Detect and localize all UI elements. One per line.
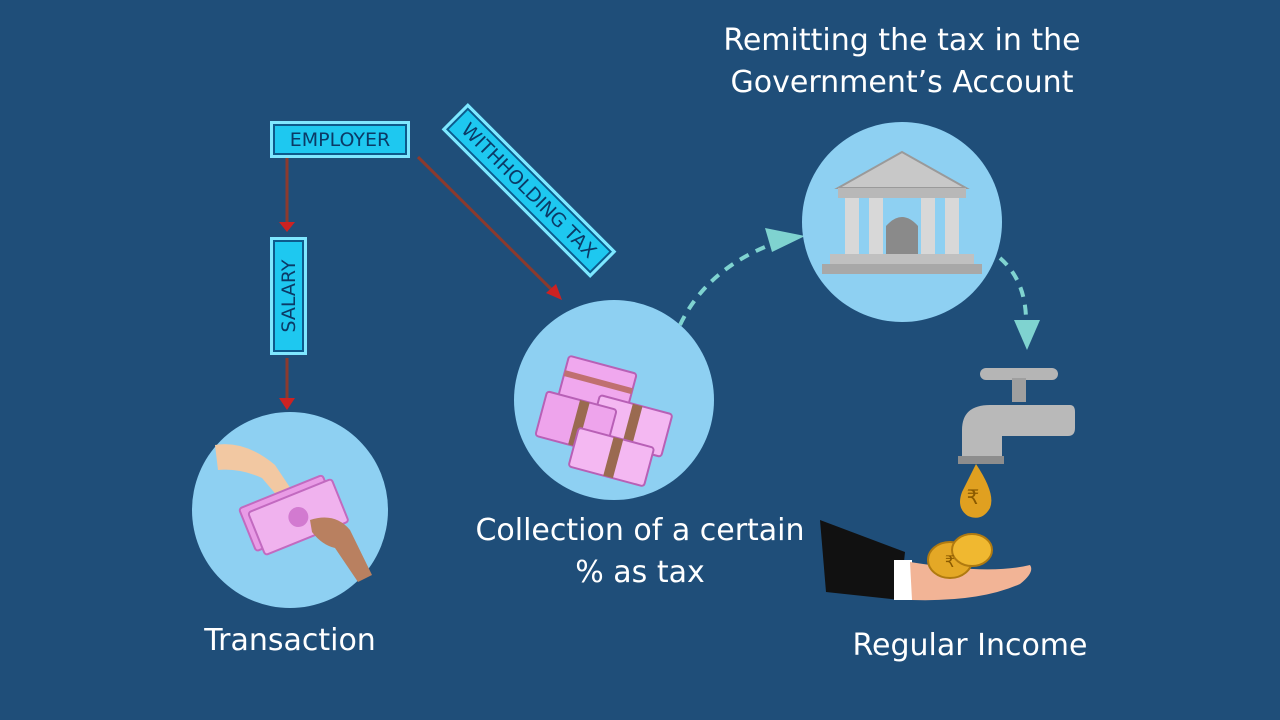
rupee-drop-icon: ₹ [960, 464, 992, 518]
bank-to-tap-arrow [998, 256, 1028, 319]
remitting-caption: Remitting the tax in the Government’s Ac… [723, 23, 1081, 100]
transaction-circle [192, 412, 388, 608]
regular-income-caption: Regular Income [852, 628, 1088, 663]
collection-to-bank-arrowhead [765, 228, 805, 252]
employer-to-collection-arrow [416, 155, 562, 300]
employer-to-salary-arrow [279, 158, 295, 232]
cash-handover-icon [215, 444, 372, 582]
collection-caption: Collection of a certain % as tax [475, 513, 805, 590]
svg-text:₹: ₹ [967, 485, 980, 509]
salary-to-transaction-arrow [279, 358, 295, 410]
bank-circle [802, 122, 1002, 322]
svg-text:₹: ₹ [945, 552, 955, 571]
transaction-caption: Transaction [204, 623, 376, 658]
bank-to-tap-arrowhead [1014, 320, 1040, 350]
money-stack-icon [534, 355, 673, 487]
salary-label: SALARY [270, 237, 307, 355]
coins-in-hand-icon: ₹ [820, 520, 1032, 601]
water-tap-icon [958, 368, 1075, 464]
bank-building-icon [822, 150, 982, 274]
collection-circle [514, 300, 714, 500]
employer-label: EMPLOYER [270, 121, 410, 158]
